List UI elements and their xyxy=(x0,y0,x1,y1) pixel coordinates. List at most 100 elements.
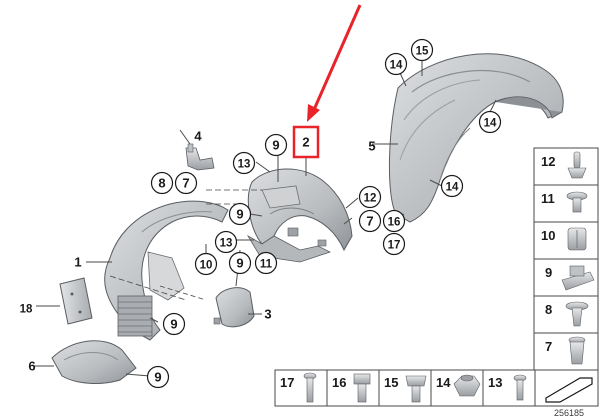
direction-arrow-icon xyxy=(545,377,593,403)
fastener-15-icon xyxy=(405,375,427,403)
callout-circle xyxy=(228,202,252,226)
callout-circle xyxy=(254,251,278,275)
callout-c17a: 17 xyxy=(382,232,406,256)
callout-number: 4 xyxy=(194,129,202,144)
legend-right-label-5: 7 xyxy=(545,339,552,354)
callout-circle xyxy=(214,230,238,254)
callout-number: 12 xyxy=(364,193,377,205)
callout-number: 9 xyxy=(154,370,161,385)
fastener-17-icon xyxy=(303,372,317,403)
callout-c7a: 7 xyxy=(174,171,198,195)
callout-c16a: 16 xyxy=(382,209,406,233)
callout-number: 9 xyxy=(272,138,279,153)
callout-c3: 3 xyxy=(264,307,271,322)
callout-c14a: 14 xyxy=(384,52,408,76)
legend-bottom-label-3: 14 xyxy=(436,375,451,390)
image-number: 256185 xyxy=(554,408,584,418)
fastener-13-icon xyxy=(513,374,527,401)
callout-c1: 1 xyxy=(74,255,81,270)
callout-c13b: 13 xyxy=(214,230,238,254)
callout-c5: 5 xyxy=(368,139,375,154)
callout-number: 9 xyxy=(236,256,243,271)
fastener-14-icon xyxy=(453,374,481,397)
callout-c13a: 13 xyxy=(232,151,256,175)
callout-c7b: 7 xyxy=(358,209,382,233)
callout-c9b: 9 xyxy=(228,202,252,226)
legend-right-label-1: 11 xyxy=(541,191,555,206)
callout-c8: 8 xyxy=(150,171,174,195)
callout-circle xyxy=(478,110,502,134)
callout-number: 13 xyxy=(238,159,251,171)
callout-c15a: 15 xyxy=(410,38,434,62)
callout-circle xyxy=(358,185,382,209)
callout-circle xyxy=(232,151,256,175)
callout-circle xyxy=(384,52,408,76)
callout-number: 3 xyxy=(264,307,271,322)
callout-c9d: 9 xyxy=(162,312,186,336)
callout-circle xyxy=(358,209,382,233)
fastener-10-icon xyxy=(567,227,587,251)
callout-c10a: 10 xyxy=(194,252,218,276)
callout-circle xyxy=(382,232,406,256)
callout-number: 11 xyxy=(260,259,273,271)
fastener-7-icon xyxy=(568,336,586,365)
legend-bottom-label-4: 13 xyxy=(488,375,502,390)
callout-number: 9 xyxy=(236,207,243,222)
part-3-cover xyxy=(213,287,255,328)
callout-number: 14 xyxy=(446,182,459,194)
highlight-box-part-2 xyxy=(292,125,320,159)
part-1-grille xyxy=(117,295,153,337)
callout-circle xyxy=(194,252,218,276)
callout-c18: 18 xyxy=(20,304,33,316)
callout-c2: 2 xyxy=(302,135,309,150)
fastener-12-icon xyxy=(567,151,587,179)
callout-circle xyxy=(228,251,252,275)
leader-lines-dashed xyxy=(109,189,262,301)
callout-circle xyxy=(162,312,186,336)
callout-c14c: 14 xyxy=(440,174,464,198)
part-6-lower-cover xyxy=(51,340,137,384)
callout-circle xyxy=(382,209,406,233)
legend-right-label-2: 10 xyxy=(541,228,555,243)
callout-number: 10 xyxy=(200,260,213,272)
callout-number: 5 xyxy=(368,139,375,154)
callout-number: 17 xyxy=(388,240,401,252)
callout-number: 7 xyxy=(182,176,189,191)
legend-right-label-4: 8 xyxy=(545,302,552,317)
highlight-arrow xyxy=(307,4,362,122)
callout-c9c: 9 xyxy=(228,251,252,275)
part-4-bracket xyxy=(185,143,215,171)
callout-circle xyxy=(150,171,174,195)
callout-circle xyxy=(264,133,288,157)
callout-number: 6 xyxy=(28,359,35,374)
legend-bottom-label-2: 15 xyxy=(384,375,398,390)
fastener-9-icon xyxy=(561,265,595,291)
callout-c4: 4 xyxy=(194,129,202,144)
callout-circle xyxy=(440,174,464,198)
legend-right-label-0: 12 xyxy=(541,154,555,169)
fastener-8-icon xyxy=(565,301,589,327)
callout-circle xyxy=(146,365,170,389)
legend-bottom-label-0: 17 xyxy=(280,375,294,390)
callout-number: 2 xyxy=(302,135,309,150)
legend-bottom: 17 16 15 14 13 xyxy=(274,369,599,407)
part-2-inner-liner xyxy=(246,168,353,263)
legend-bottom-label-1: 16 xyxy=(332,375,346,390)
callout-circle xyxy=(174,171,198,195)
part-1-wheel-arch-liner-front xyxy=(104,200,229,341)
legend-right: 12 11 10 9 8 7 xyxy=(533,147,599,371)
callout-number: 18 xyxy=(20,304,33,316)
callout-c9e: 9 xyxy=(146,365,170,389)
fastener-16-icon xyxy=(353,373,371,403)
callout-number: 14 xyxy=(390,60,403,72)
callout-number: 7 xyxy=(366,214,373,229)
callout-number: 16 xyxy=(388,217,401,229)
callout-number: 15 xyxy=(416,46,429,58)
callout-c6: 6 xyxy=(28,359,35,374)
legend-right-label-3: 9 xyxy=(545,265,552,280)
callout-number: 9 xyxy=(170,317,177,332)
callout-number: 8 xyxy=(158,176,165,191)
callout-number: 13 xyxy=(220,238,233,250)
